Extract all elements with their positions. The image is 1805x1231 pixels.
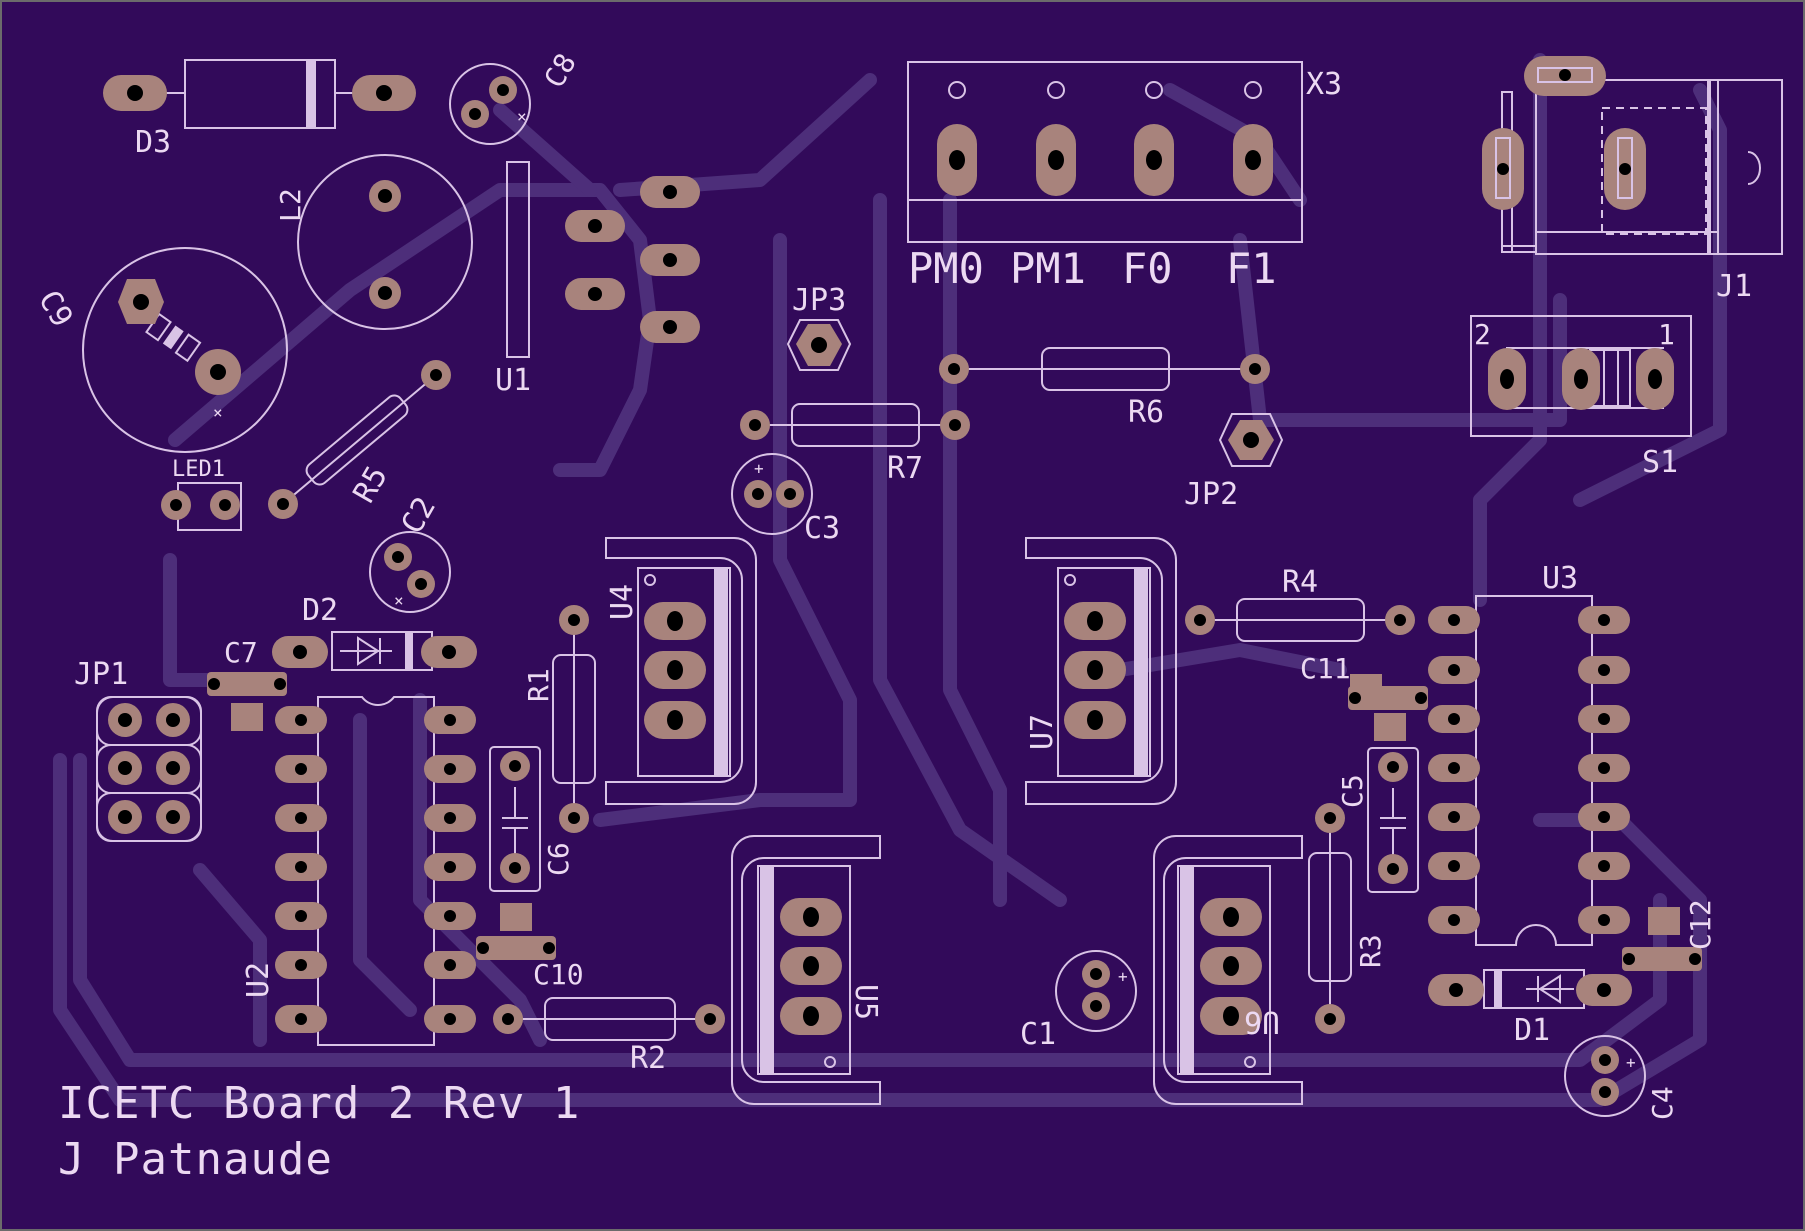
c10-capacitor[interactable]: C10 xyxy=(476,903,584,991)
j1-power-jack[interactable]: J1 xyxy=(1482,56,1783,304)
x3-mounting-holes xyxy=(948,81,1262,99)
c3-polarity-mark: + xyxy=(754,459,764,478)
u7-regulator[interactable]: U7 xyxy=(1025,537,1177,805)
x3-label: X3 xyxy=(1306,67,1342,102)
u3-right-pins xyxy=(1578,606,1630,934)
r4-label: R4 xyxy=(1282,565,1318,600)
u3-left-pins xyxy=(1428,606,1480,934)
r7-resistor[interactable]: R7 xyxy=(740,403,970,486)
u5-label: U5 xyxy=(848,984,883,1020)
u4-regulator[interactable]: U4 xyxy=(605,537,757,805)
jp1-header[interactable]: JP1 xyxy=(74,657,202,842)
r3-label: R3 xyxy=(1354,934,1387,968)
u5-regulator[interactable]: U5 xyxy=(731,835,883,1105)
c12-capacitor[interactable]: C12 xyxy=(1622,899,1717,971)
j1-label: J1 xyxy=(1716,269,1752,304)
c7-label: C7 xyxy=(224,636,258,669)
c10-label: C10 xyxy=(533,958,584,991)
c7-capacitor[interactable]: C7 xyxy=(207,636,287,731)
r2-resistor[interactable]: R2 xyxy=(493,997,725,1076)
c9-polarity-mark: × xyxy=(213,403,223,422)
led1[interactable]: LED1 xyxy=(161,457,242,531)
d1-diode[interactable]: D1 xyxy=(1428,969,1632,1048)
led1-label: LED1 xyxy=(172,457,225,482)
l2-label: L2 xyxy=(274,188,307,222)
u1-regulator[interactable]: U1 xyxy=(495,161,700,398)
x3-pin-pm0-label: PM0 xyxy=(908,244,984,293)
c5-capacitor[interactable]: C5 xyxy=(1336,747,1419,893)
u2-left-pins xyxy=(275,706,327,1033)
r7-label: R7 xyxy=(887,451,923,486)
jp2-jumper[interactable]: JP2 xyxy=(1184,413,1284,512)
r1-label: R1 xyxy=(522,668,555,702)
d3-label: D3 xyxy=(135,125,171,160)
x3-pin-f0-label: F0 xyxy=(1122,244,1173,293)
jp1-label: JP1 xyxy=(74,657,128,692)
d1-label: D1 xyxy=(1514,1013,1550,1048)
c4-capacitor[interactable]: + C4 xyxy=(1564,1035,1679,1120)
l2-inductor[interactable]: L2 xyxy=(274,154,473,330)
r1-resistor[interactable]: R1 xyxy=(522,605,596,833)
x3-connector[interactable]: X3 PM0 PM1 F0 F1 xyxy=(907,61,1342,293)
u2-label: U2 xyxy=(241,962,276,998)
r4-resistor[interactable]: R4 xyxy=(1185,565,1415,642)
d2-diode[interactable]: D2 xyxy=(272,593,477,671)
c2-polarity-mark: × xyxy=(394,591,404,610)
c4-polarity-mark: + xyxy=(1626,1053,1636,1072)
u2-right-pins xyxy=(424,706,476,1033)
u2-ic[interactable]: U2 xyxy=(241,696,476,1046)
c1-label: C1 xyxy=(1020,1017,1056,1052)
u6-regulator[interactable]: U6 xyxy=(1153,835,1303,1105)
jp3-label: JP3 xyxy=(792,283,846,318)
c3-capacitor[interactable]: + C3 xyxy=(731,453,840,546)
r6-resistor[interactable]: R6 xyxy=(939,347,1270,430)
r6-label: R6 xyxy=(1128,395,1164,430)
c3-label: C3 xyxy=(804,511,840,546)
s1-switch[interactable]: 2 1 S1 xyxy=(1470,315,1692,480)
c11-capacitor[interactable]: C11 xyxy=(1300,652,1428,741)
c1-polarity-mark: + xyxy=(1118,967,1128,986)
u1-label: U1 xyxy=(495,363,531,398)
u3-label: U3 xyxy=(1542,561,1578,596)
s1-label: S1 xyxy=(1642,445,1678,480)
r2-label: R2 xyxy=(630,1041,666,1076)
x3-pin-f1-label: F1 xyxy=(1226,244,1277,293)
c1-capacitor[interactable]: + C1 xyxy=(1020,950,1137,1052)
c6-label: C6 xyxy=(542,842,575,876)
c8-polarity-mark: × xyxy=(517,107,527,126)
u3-ic[interactable]: U3 xyxy=(1428,561,1630,946)
u4-label: U4 xyxy=(605,584,640,620)
jp3-jumper[interactable]: JP3 xyxy=(786,283,852,371)
u6-label: U6 xyxy=(1244,1004,1280,1039)
c6-capacitor[interactable]: C6 xyxy=(489,746,575,892)
board-title-line1: ICETC Board 2 Rev 1 xyxy=(58,1078,580,1129)
c12-label: C12 xyxy=(1684,899,1717,950)
s1-pin2-label: 2 xyxy=(1474,318,1491,351)
x3-pin-pm1-label: PM1 xyxy=(1010,244,1086,293)
d3-diode[interactable]: D3 xyxy=(103,59,416,160)
jp2-label: JP2 xyxy=(1184,477,1238,512)
r3-resistor[interactable]: R3 xyxy=(1308,803,1387,1034)
c4-label: C4 xyxy=(1646,1086,1679,1120)
c5-label: C5 xyxy=(1336,774,1369,808)
s1-pin1-label: 1 xyxy=(1658,318,1675,351)
board-title-line2: J Patnaude xyxy=(58,1134,333,1185)
u7-label: U7 xyxy=(1025,714,1060,750)
c11-label: C11 xyxy=(1300,652,1351,685)
d2-label: D2 xyxy=(302,593,338,628)
